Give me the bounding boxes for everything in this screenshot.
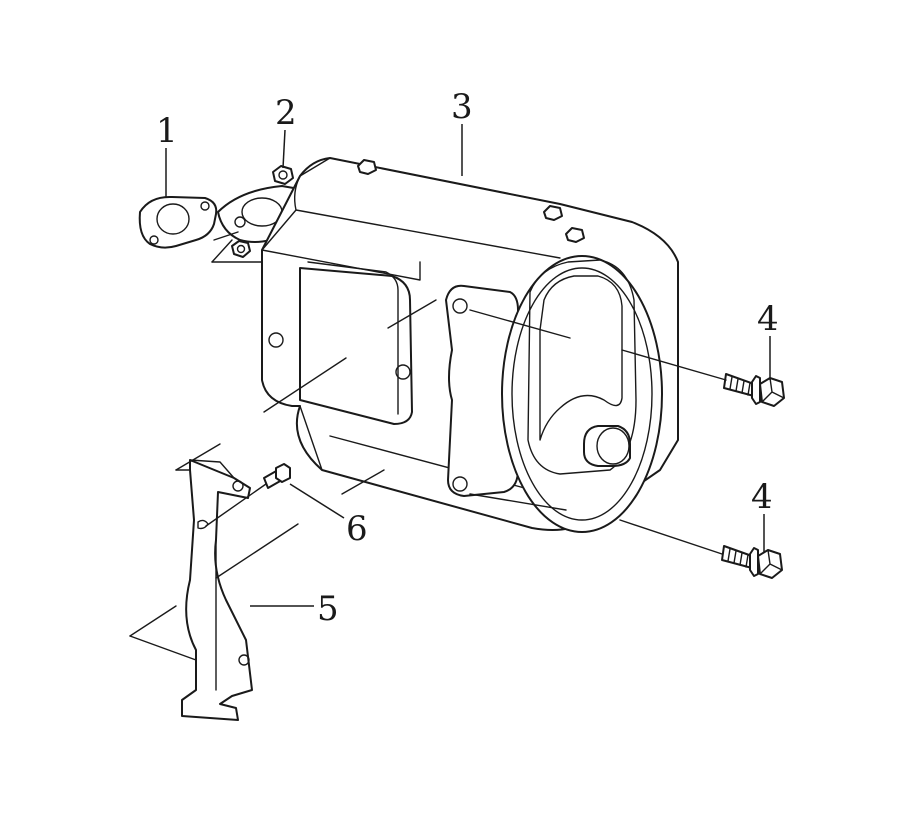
callout-3: 3 bbox=[451, 87, 473, 127]
callout-labels: 1 2 3 4 4 5 6 bbox=[156, 87, 779, 629]
screw-part-6 bbox=[263, 463, 291, 489]
callout-2: 2 bbox=[275, 93, 297, 133]
callout-5: 5 bbox=[317, 589, 339, 629]
nut-part-2 bbox=[231, 165, 294, 258]
muffler-part-3 bbox=[261, 157, 679, 533]
bolt-part-4-upper bbox=[723, 373, 785, 407]
assembly-lines bbox=[129, 231, 727, 661]
gasket-part-1 bbox=[138, 195, 218, 249]
callout-4-lower: 4 bbox=[751, 477, 773, 517]
bracket-part-5 bbox=[181, 459, 253, 721]
callout-6: 6 bbox=[346, 509, 368, 549]
callout-4-upper: 4 bbox=[757, 299, 779, 339]
callout-1: 1 bbox=[156, 111, 178, 151]
leader-lines bbox=[165, 124, 771, 607]
bolt-part-4-lower bbox=[721, 545, 783, 579]
